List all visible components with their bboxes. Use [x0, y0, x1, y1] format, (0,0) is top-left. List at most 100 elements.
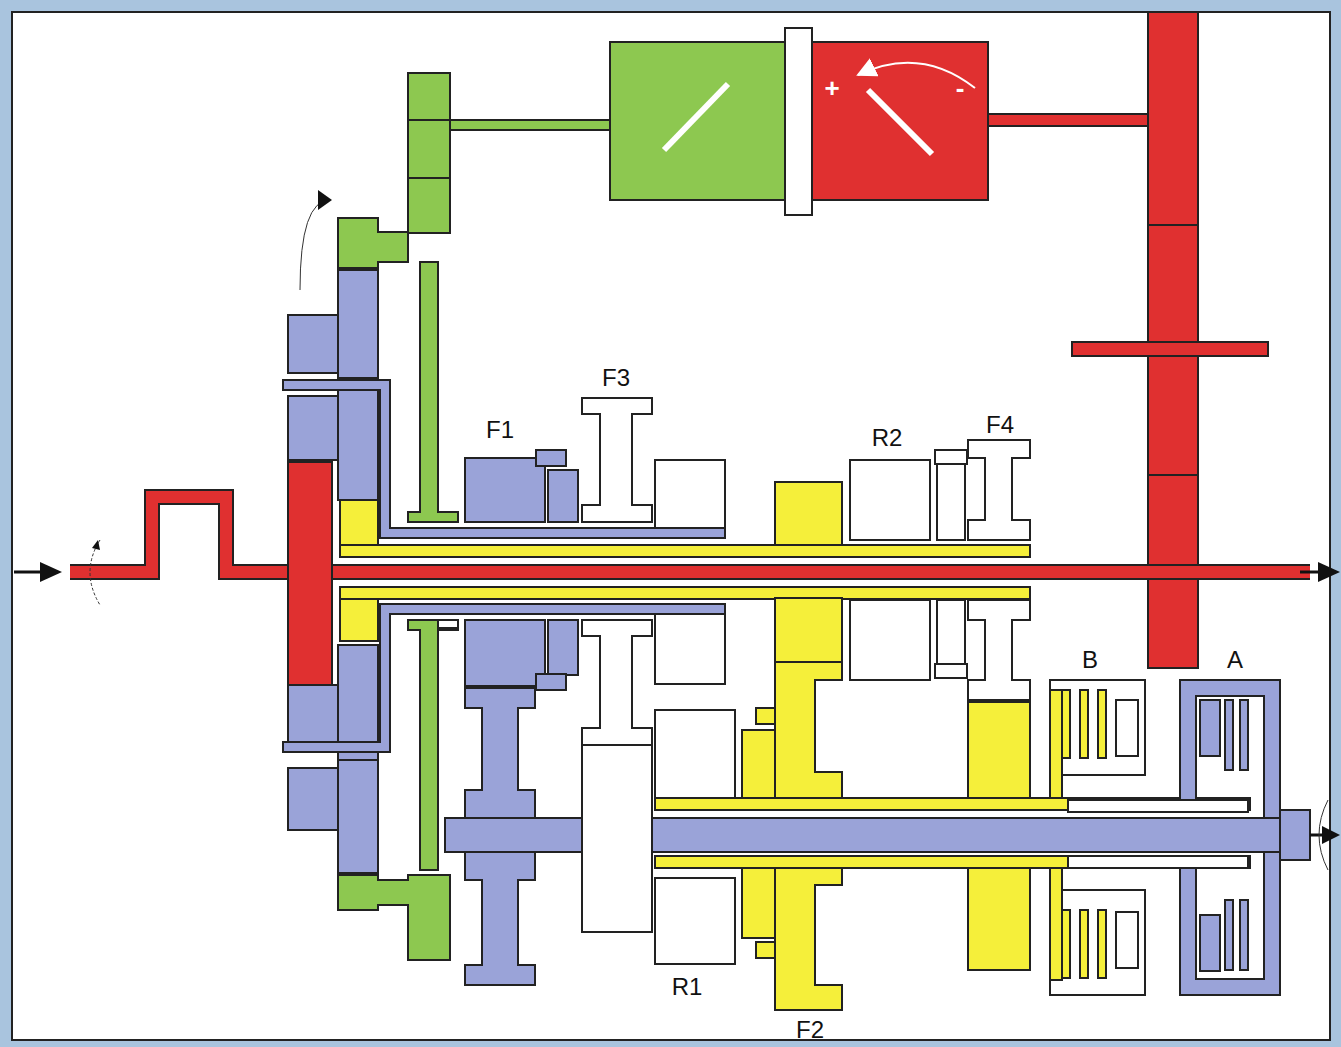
divider — [785, 28, 812, 215]
green-gear — [338, 218, 408, 268]
polarity-sign: + — [824, 75, 839, 101]
plate-line — [338, 759, 378, 761]
part-label: A — [1227, 648, 1243, 672]
output-shaft — [445, 818, 1280, 852]
red-bar — [1072, 342, 1268, 356]
part-label: R2 — [872, 426, 903, 450]
synchro — [548, 470, 578, 522]
gear-R2 — [850, 460, 930, 540]
gear-F1 — [465, 458, 545, 522]
gear-F3 — [582, 398, 652, 522]
clutch-disc — [1225, 900, 1233, 970]
rotor-line — [664, 84, 728, 150]
green-gear — [408, 73, 450, 233]
part-label: F1 — [486, 418, 514, 442]
parts — [70, 12, 1310, 1010]
clutch-plate — [288, 396, 338, 460]
clutch-disc — [1098, 690, 1106, 758]
gear — [850, 600, 930, 680]
yellow-gear — [775, 662, 842, 798]
clutch-piston — [1116, 912, 1138, 968]
panel — [12, 12, 1330, 1040]
clutch-piston — [1200, 915, 1220, 971]
clutch-disc — [1240, 700, 1248, 770]
synchro-sleeve — [935, 664, 967, 678]
clutch-disc — [1062, 910, 1070, 978]
yellow-gear — [775, 598, 842, 662]
gear — [968, 600, 1030, 700]
gear-F4 — [968, 440, 1030, 540]
gear — [582, 620, 652, 745]
clutch-A-housing — [1180, 852, 1280, 995]
output-arrowhead — [1322, 826, 1340, 844]
clutch-shaft — [1068, 800, 1248, 812]
gear-line — [408, 119, 450, 121]
synchro-sleeve — [536, 450, 566, 466]
clutch-plate — [338, 645, 378, 873]
clutch-B-housing — [1050, 890, 1145, 995]
green-shaft — [450, 120, 610, 130]
clutch-piston — [1200, 700, 1220, 756]
clutch-disc — [1080, 910, 1088, 978]
yellow-hub — [340, 599, 378, 641]
electric-machine — [610, 42, 785, 200]
clutch-disc — [1240, 900, 1248, 970]
synchro — [548, 620, 578, 675]
clutch-shaft — [1068, 856, 1248, 868]
clutch-disc — [1098, 910, 1106, 978]
clutch-B-hub — [1050, 868, 1062, 980]
output-gear — [465, 688, 535, 818]
clutch-disc — [1062, 690, 1070, 758]
part-label: R1 — [672, 975, 703, 999]
output-gear — [465, 852, 535, 985]
output-arrowhead — [1318, 562, 1340, 582]
flywheel — [288, 462, 332, 685]
synchro — [937, 462, 965, 540]
clutch-B-housing — [1050, 680, 1145, 775]
synchro-sleeve — [536, 674, 566, 690]
clutch-piston — [1116, 700, 1138, 756]
yellow-hub — [340, 500, 378, 545]
synchro — [742, 868, 775, 938]
rotor-line — [868, 90, 932, 154]
output-flange — [1280, 810, 1310, 860]
gear-R1 — [655, 878, 735, 964]
plate-line — [338, 377, 378, 379]
electric-machine — [812, 42, 988, 200]
clutch-disc — [1080, 690, 1088, 758]
clutch-plate — [288, 685, 338, 745]
part-label: F4 — [986, 413, 1014, 437]
synchro-sleeve — [935, 450, 967, 464]
gear — [582, 745, 652, 932]
motor-shaft — [988, 114, 1168, 126]
gear — [655, 614, 725, 684]
clutch-plate — [288, 768, 338, 830]
gear — [465, 620, 545, 686]
rotation-mark — [318, 190, 332, 210]
part-label: F3 — [602, 366, 630, 390]
yellow-gear — [968, 702, 1030, 798]
yellow-gear — [968, 868, 1030, 970]
part-label: F2 — [796, 1018, 824, 1042]
clutch-A-housing — [1180, 680, 1280, 818]
gear-line — [408, 177, 450, 179]
inner-shaft — [340, 587, 1030, 599]
green-web — [408, 262, 458, 522]
clutch-disc — [1225, 700, 1233, 770]
clutch-plate — [288, 315, 338, 373]
synchro — [742, 730, 775, 798]
rotation-mark — [92, 540, 100, 550]
inner-shaft — [340, 545, 1030, 557]
gear — [655, 460, 725, 528]
gear-line — [1148, 474, 1198, 476]
polarity-sign: - — [956, 75, 965, 101]
gear-F2 — [775, 868, 842, 1010]
hollow-shaft — [655, 856, 1250, 868]
input-arrowhead — [40, 562, 62, 582]
yellow-gear — [775, 482, 842, 545]
gear — [655, 710, 735, 798]
rotation-mark — [300, 200, 330, 290]
rotation-mark — [1319, 800, 1328, 870]
